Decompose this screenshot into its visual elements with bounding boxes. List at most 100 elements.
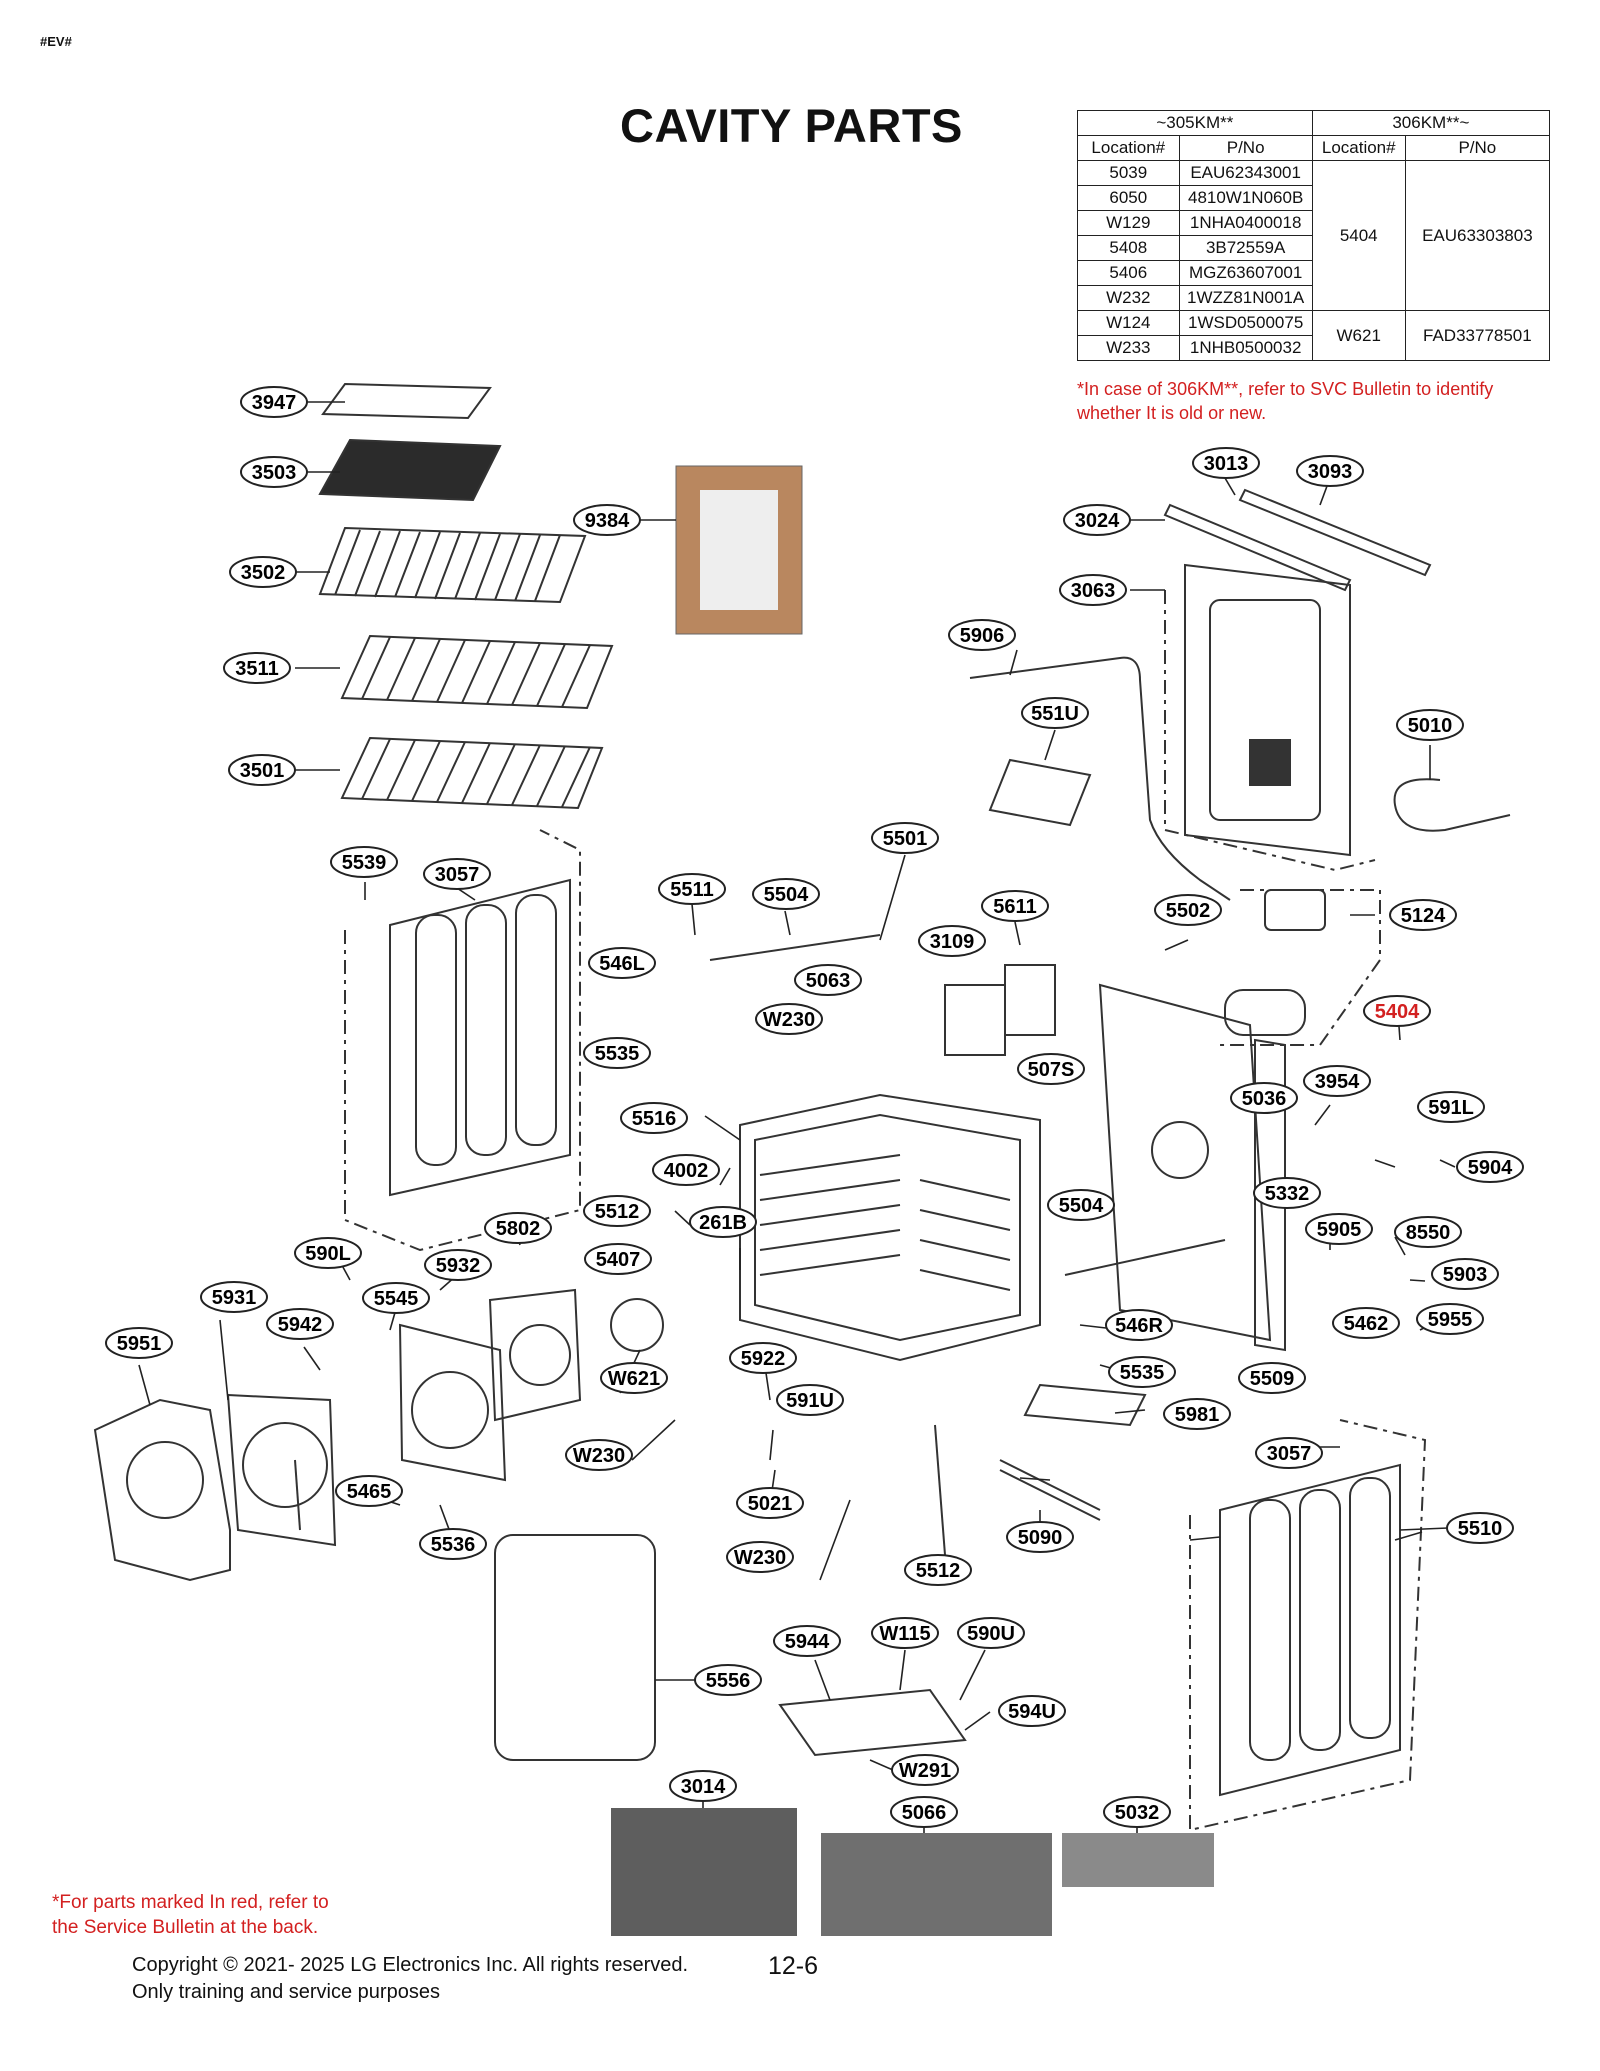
callout-3014: 3014 (669, 1770, 737, 1802)
callout-5010: 5010 (1396, 709, 1464, 741)
part-5032-photo (1062, 1833, 1214, 1887)
callout-label: 5504 (1059, 1195, 1104, 1217)
part-5536-rail (294, 1459, 301, 1531)
table-cell: W129 (1077, 210, 1180, 236)
callout-594U: 594U (998, 1695, 1066, 1727)
callout-5407: 5407 (584, 1243, 652, 1275)
part-rear-cover (1098, 983, 1272, 1342)
part-5066-photo (821, 1833, 1052, 1936)
callout-W230: W230 (755, 1003, 823, 1035)
callout-label: 5556 (706, 1670, 751, 1692)
table-cell: 5408 (1077, 235, 1180, 261)
callout-5545: 5545 (362, 1282, 430, 1314)
callout-3511: 3511 (223, 652, 291, 684)
callout-label: 5931 (212, 1287, 257, 1309)
callout-5510: 5510 (1446, 1512, 1514, 1544)
callout-5802: 5802 (484, 1212, 552, 1244)
callout-label: 5510 (1458, 1518, 1503, 1540)
part-5944-plate (778, 1688, 967, 1757)
callout-3947: 3947 (240, 386, 308, 418)
callout-label: 261B (699, 1212, 747, 1234)
callout-label: 590L (305, 1243, 351, 1265)
callout-label: 3013 (1204, 453, 1249, 475)
callout-591U: 591U (776, 1384, 844, 1416)
part-5951-cover (93, 1398, 231, 1582)
callout-5536: 5536 (419, 1528, 487, 1560)
part-3063-rear-panel (1184, 563, 1351, 857)
callout-5932: 5932 (424, 1249, 492, 1281)
part-5611-board (1004, 964, 1056, 1036)
callout-551U: 551U (1021, 697, 1089, 729)
callout-label: 5509 (1250, 1368, 1295, 1390)
callout-label: 5942 (278, 1314, 323, 1336)
callout-label: 594U (1008, 1701, 1056, 1723)
callout-3057: 3057 (1255, 1437, 1323, 1469)
page-number: 12-6 (768, 1952, 819, 1980)
table-cell: 5406 (1077, 260, 1180, 286)
callout-layer: 3947 3503 9384 3502 3511 3501 3013 3093 … (105, 386, 1524, 1828)
callout-5504: 5504 (752, 878, 820, 910)
callout-label: 591L (1428, 1097, 1474, 1119)
callout-label: 5955 (1428, 1309, 1473, 1331)
callout-5951: 5951 (105, 1327, 173, 1359)
callout-5905: 5905 (1305, 1213, 1373, 1245)
callout-591L: 591L (1417, 1091, 1485, 1123)
callout-5944: 5944 (773, 1625, 841, 1657)
callout-label: 5906 (960, 625, 1005, 647)
callout-261B: 261B (689, 1206, 757, 1238)
callout-5332: 5332 (1253, 1177, 1321, 1209)
callout-W230: W230 (565, 1439, 633, 1471)
callout-label: W621 (608, 1368, 660, 1390)
callout-label: 5903 (1443, 1264, 1488, 1286)
part-5802-panel (488, 1288, 582, 1422)
table-cell: 4810W1N060B (1178, 185, 1313, 211)
callout-590L: 590L (294, 1237, 362, 1269)
callout-label: W230 (734, 1547, 786, 1569)
part-3511-rack (340, 634, 614, 710)
callout-5942: 5942 (266, 1308, 334, 1340)
callout-8550: 8550 (1394, 1216, 1462, 1248)
table-cell: 5404 (1311, 160, 1406, 311)
callout-3954: 3954 (1303, 1065, 1371, 1097)
callout-label: 5802 (496, 1218, 541, 1240)
callout-546R: 546R (1105, 1309, 1173, 1341)
callout-W115: W115 (871, 1617, 939, 1649)
table-cell: W124 (1077, 310, 1180, 336)
callout-label: 3024 (1075, 510, 1120, 532)
callout-5535: 5535 (1108, 1356, 1176, 1388)
table-header-pno: P/No (1178, 135, 1313, 161)
copyright-notice: Copyright © 2021- 2025 LG Electronics In… (132, 1952, 688, 2006)
callout-5465: 5465 (335, 1475, 403, 1507)
callout-5511: 5511 (658, 873, 726, 905)
callout-label: 5501 (883, 828, 928, 850)
dashed-group-left (344, 829, 581, 1252)
callout-4002: 4002 (652, 1154, 720, 1186)
callout-label: 546R (1115, 1315, 1163, 1337)
copyright-line: Copyright © 2021- 2025 LG Electronics In… (132, 1954, 689, 1976)
callout-label: 9384 (585, 510, 630, 532)
callout-546L: 546L (588, 947, 656, 979)
callout-9384: 9384 (573, 504, 641, 536)
callout-5509: 5509 (1238, 1362, 1306, 1394)
table-cell: EAU63303803 (1404, 160, 1551, 311)
note-line: whether It is old or new. (1077, 403, 1267, 423)
callout-label: 3109 (930, 931, 975, 953)
callout-label: 5951 (117, 1333, 162, 1355)
callout-5556: 5556 (694, 1664, 762, 1696)
callout-label: 5904 (1468, 1157, 1513, 1179)
callout-label: 3511 (235, 658, 278, 680)
part-number-table: ~305KM** 306KM**~ Location# P/No Locatio… (1077, 110, 1551, 361)
callout-W621: W621 (600, 1362, 668, 1394)
table-cell: MGZ63607001 (1178, 260, 1313, 286)
callout-label: 5516 (632, 1108, 677, 1130)
callout-label: 5404 (1375, 1001, 1420, 1023)
table-header-pno: P/No (1404, 135, 1551, 161)
callout-590U: 590U (957, 1617, 1025, 1649)
callout-label: 3503 (252, 462, 297, 484)
callout-label: 5036 (1242, 1088, 1287, 1110)
part-5981-tray (1023, 1383, 1147, 1427)
callout-label: 5932 (436, 1255, 481, 1277)
callout-3109: 3109 (918, 925, 986, 957)
callout-5462: 5462 (1332, 1307, 1400, 1339)
